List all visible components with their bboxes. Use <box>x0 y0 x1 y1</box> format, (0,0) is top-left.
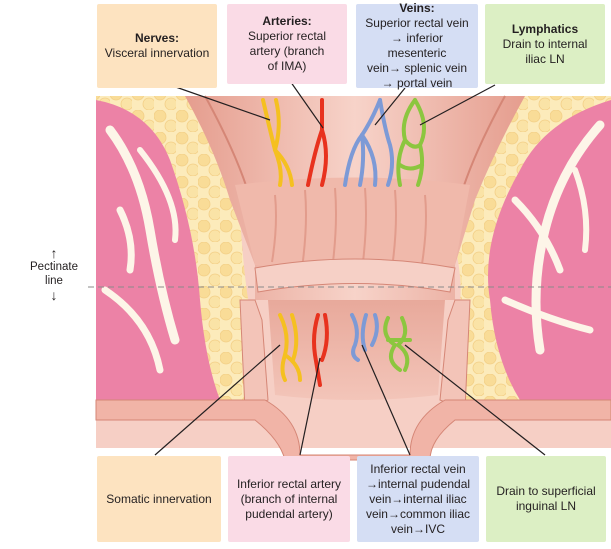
arteries-top-box: Arteries: Superior rectal artery (branch… <box>227 4 347 84</box>
lower-artery <box>312 313 329 387</box>
arrow-up-icon: ↑ <box>50 245 58 261</box>
nerves-top-text: Visceral innervation <box>104 46 210 60</box>
lower-veins <box>350 313 379 362</box>
nerves-title: Nerves: <box>134 31 180 45</box>
upper-lymphatics <box>396 98 426 187</box>
pectinate-ridge <box>254 258 456 293</box>
nerves-top-box: Nerves: Visceral innervation <box>97 4 217 88</box>
leader-lines <box>154 77 546 456</box>
veins-title: Veins: <box>399 1 435 15</box>
lower-nerves <box>278 313 302 382</box>
pectinate-line-label: ↑ Pectinate line ↓ <box>22 246 86 302</box>
anal-verge <box>95 399 611 461</box>
upper-artery <box>306 98 328 187</box>
arrow-down-icon: ↓ <box>50 287 58 303</box>
upper-veins <box>343 98 395 187</box>
veins-bottom-text: Inferior rectal vein →internal pudendal … <box>365 461 471 536</box>
lymphatics-top-box: Lymphatics Drain to internal iliac LN <box>485 4 605 84</box>
anal-columns <box>235 177 470 273</box>
nerves-bottom-box: Somatic innervation <box>97 456 221 542</box>
arteries-title: Arteries: <box>262 14 312 28</box>
pectinate-line-text: Pectinate line <box>30 261 78 287</box>
lymphatics-bottom-text: Drain to superficial inguinal LN <box>496 484 596 513</box>
lower-canal <box>268 300 445 400</box>
veins-top-text: Superior rectal vein → inferior mesenter… <box>365 16 469 90</box>
lower-lymphatics <box>383 316 412 372</box>
arteries-bottom-text: Inferior rectal artery (branch of intern… <box>236 476 342 521</box>
lymphatics-top-text: Drain to internal iliac LN <box>502 36 588 66</box>
veins-bottom-box: Inferior rectal vein →internal pudendal … <box>357 456 479 542</box>
nerves-bottom-text: Somatic innervation <box>106 491 212 506</box>
upper-nerves <box>261 98 294 187</box>
lymphatics-title: Lymphatics <box>511 21 579 36</box>
lymphatics-bottom-box: Drain to superficial inguinal LN <box>486 456 606 542</box>
arteries-bottom-box: Inferior rectal artery (branch of intern… <box>228 456 350 542</box>
arteries-top-text: Superior rectal artery (branch of IMA) <box>247 29 327 73</box>
veins-top-box: Veins: Superior rectal vein → inferior m… <box>356 1 478 90</box>
